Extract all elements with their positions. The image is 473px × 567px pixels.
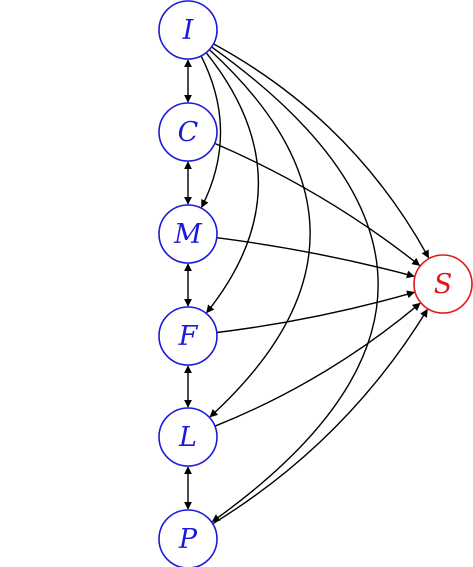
edge-l-s <box>214 302 421 427</box>
node-l-label: L <box>178 422 197 453</box>
node-p-circle <box>158 509 218 567</box>
node-p: P <box>158 509 218 567</box>
node-p-label: P <box>178 524 198 555</box>
node-l-circle <box>158 407 218 467</box>
node-c: C <box>158 102 218 162</box>
node-s: S <box>413 254 473 314</box>
node-m-circle <box>158 204 218 264</box>
edge-i-l <box>208 49 311 418</box>
edge-i-m <box>200 55 222 208</box>
node-i-label: I <box>182 15 195 46</box>
node-c-label: C <box>178 117 199 148</box>
nodes-layer: I C M F L P S <box>158 0 473 567</box>
node-c-circle <box>158 102 218 162</box>
edge-i-f <box>205 52 260 314</box>
node-f-circle <box>158 306 218 366</box>
edge-c-s <box>214 142 421 266</box>
node-f: F <box>158 306 218 366</box>
node-i: I <box>158 0 218 60</box>
edge-i-s <box>213 43 430 259</box>
node-s-label: S <box>434 269 453 300</box>
node-m: M <box>158 204 218 264</box>
edges-layer <box>184 43 430 525</box>
edge-i-p <box>211 46 379 523</box>
edge-m-s <box>216 237 415 279</box>
node-l: L <box>158 407 218 467</box>
node-s-circle <box>413 254 473 314</box>
edge-p-s <box>212 308 428 525</box>
node-i-circle <box>158 0 218 60</box>
node-f-label: F <box>178 321 199 352</box>
node-m-label: M <box>173 219 203 250</box>
edge-f-s <box>216 290 415 334</box>
